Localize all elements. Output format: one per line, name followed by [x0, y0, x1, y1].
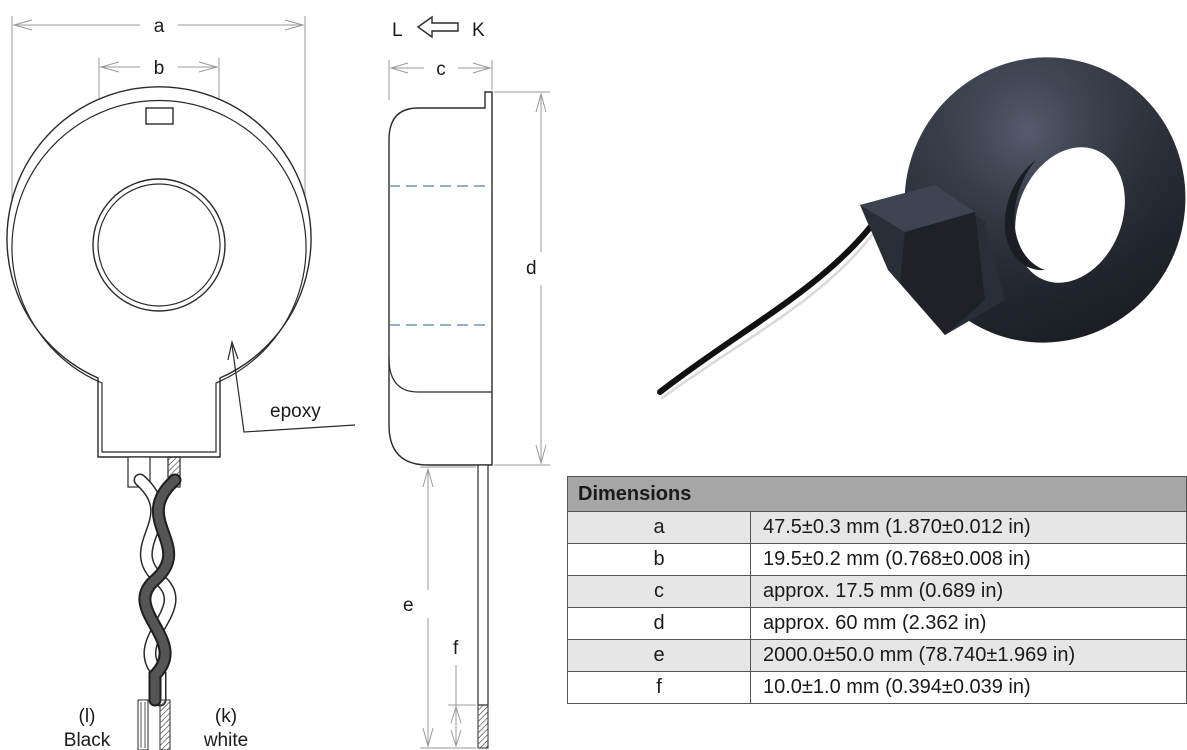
row-value: 47.5±0.3 mm (1.870±0.012 in)	[750, 511, 1187, 544]
table-row: d approx. 60 mm (2.362 in)	[567, 607, 1187, 640]
lead-white-code: (k)	[215, 706, 237, 727]
row-value: 2000.0±50.0 mm (78.740±1.969 in)	[750, 639, 1187, 672]
label-L: L	[392, 20, 403, 41]
lead-black-label: (l) Black	[64, 706, 111, 750]
table-row: e 2000.0±50.0 mm (78.740±1.969 in)	[567, 639, 1187, 672]
transformer-front-outline	[6, 86, 312, 458]
dimension-a-label: a	[154, 16, 165, 37]
label-K: K	[472, 20, 485, 41]
row-key: d	[567, 607, 751, 640]
side-view: L K c	[388, 15, 550, 749]
dimension-f: f	[448, 638, 476, 748]
dimension-e: e	[403, 466, 476, 749]
row-key: f	[567, 671, 751, 704]
lead-white-name: white	[203, 730, 248, 750]
dimension-b-label: b	[154, 58, 165, 79]
table-row: f 10.0±1.0 mm (0.394±0.039 in)	[567, 671, 1187, 704]
front-view: a b epoxy	[6, 16, 356, 750]
epoxy-label: epoxy	[270, 401, 321, 422]
dimension-c-label: c	[436, 59, 446, 80]
arrow-left-icon	[416, 15, 459, 39]
epoxy-callout: epoxy	[227, 339, 356, 433]
row-value: approx. 60 mm (2.362 in)	[750, 607, 1187, 640]
row-value: 10.0±1.0 mm (0.394±0.039 in)	[750, 671, 1187, 704]
dimensions-table: Dimensions a 47.5±0.3 mm (1.870±0.012 in…	[567, 476, 1187, 704]
dimension-d-label: d	[526, 258, 537, 279]
table-row: a 47.5±0.3 mm (1.870±0.012 in)	[567, 511, 1187, 544]
table-row: b 19.5±0.2 mm (0.768±0.008 in)	[567, 543, 1187, 576]
table-row: c approx. 17.5 mm (0.689 in)	[567, 575, 1187, 608]
dimension-d: d	[494, 91, 550, 466]
lead-black-name: Black	[64, 730, 111, 750]
table-header: Dimensions	[567, 476, 1187, 512]
row-key: c	[567, 575, 751, 608]
product-photo	[657, 57, 1186, 400]
dimension-f-label: f	[453, 638, 459, 659]
row-value: approx. 17.5 mm (0.689 in)	[750, 575, 1187, 608]
row-key: e	[567, 639, 751, 672]
dimension-c: c	[388, 59, 493, 100]
table-header-row: Dimensions	[567, 476, 1187, 512]
row-key: b	[567, 543, 751, 576]
orientation-indicator: L K	[392, 15, 485, 41]
row-key: a	[567, 511, 751, 544]
transformer-side-outline	[388, 91, 493, 749]
twisted-leads	[127, 456, 182, 750]
dimension-e-label: e	[403, 595, 414, 616]
lead-white-label: (k) white	[203, 706, 248, 750]
row-value: 19.5±0.2 mm (0.768±0.008 in)	[750, 543, 1187, 576]
lead-black-code: (l)	[79, 706, 96, 727]
